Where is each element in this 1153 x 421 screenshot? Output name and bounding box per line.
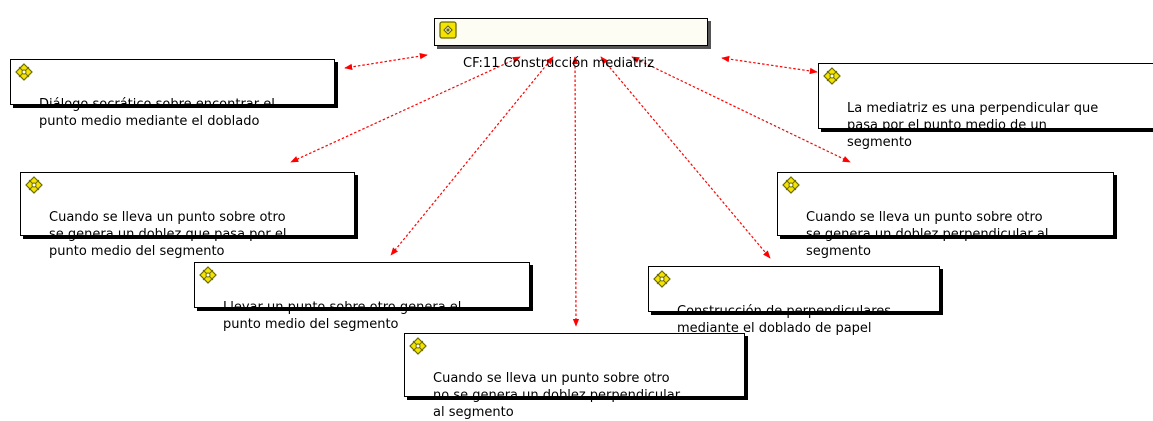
network-code-icon bbox=[439, 21, 457, 39]
quotation-icon bbox=[15, 63, 33, 81]
quotation-label: Cuando se lleva un punto sobre otro no s… bbox=[433, 371, 681, 420]
link-llevar-punto bbox=[390, 56, 554, 256]
link-construccion-perpendiculares bbox=[600, 56, 771, 259]
network-links bbox=[290, 52, 851, 327]
quotation-node-doblez-punto-medio[interactable]: Cuando se lleva un punto sobre otro se g… bbox=[20, 172, 355, 259]
quotation-node-construccion-perpendiculares[interactable]: Construcción de perpendiculares mediante… bbox=[648, 266, 940, 336]
quotation-icon bbox=[653, 270, 671, 288]
quotation-label: La mediatriz es una perpendicular que pa… bbox=[847, 101, 1099, 150]
quotation-icon bbox=[823, 67, 841, 85]
link-no-doblez-perpendicular bbox=[571, 56, 580, 327]
quotation-label: Cuando se lleva un punto sobre otro se g… bbox=[49, 210, 287, 259]
quotation-icon bbox=[782, 176, 800, 194]
link-mediatriz-perpendicular bbox=[721, 55, 818, 75]
quotation-label: Diálogo socrático sobre encontrar el pun… bbox=[39, 97, 275, 129]
quotation-label: Construcción de perpendiculares mediante… bbox=[677, 304, 892, 336]
link-dialogo bbox=[344, 52, 428, 71]
quotation-node-mediatriz-perpendicular[interactable]: La mediatriz es una perpendicular que pa… bbox=[818, 63, 1153, 150]
quotation-icon bbox=[409, 337, 427, 355]
quotation-icon bbox=[25, 176, 43, 194]
root-code-label: CF:11 Construcción mediatriz bbox=[463, 56, 654, 71]
quotation-label: Cuando se lleva un punto sobre otro se g… bbox=[806, 210, 1049, 259]
quotation-node-dialogo[interactable]: Diálogo socrático sobre encontrar el pun… bbox=[10, 59, 335, 129]
quotation-label: Llevar un punto sobre otro genera el pun… bbox=[223, 300, 462, 332]
quotation-icon bbox=[199, 266, 217, 284]
root-code-node[interactable]: CF:11 Construcción mediatriz bbox=[434, 18, 708, 71]
quotation-node-llevar-punto[interactable]: Llevar un punto sobre otro genera el pun… bbox=[194, 262, 530, 332]
quotation-node-no-doblez-perpendicular[interactable]: Cuando se lleva un punto sobre otro no s… bbox=[404, 333, 745, 420]
quotation-node-doblez-perpendicular[interactable]: Cuando se lleva un punto sobre otro se g… bbox=[777, 172, 1114, 259]
